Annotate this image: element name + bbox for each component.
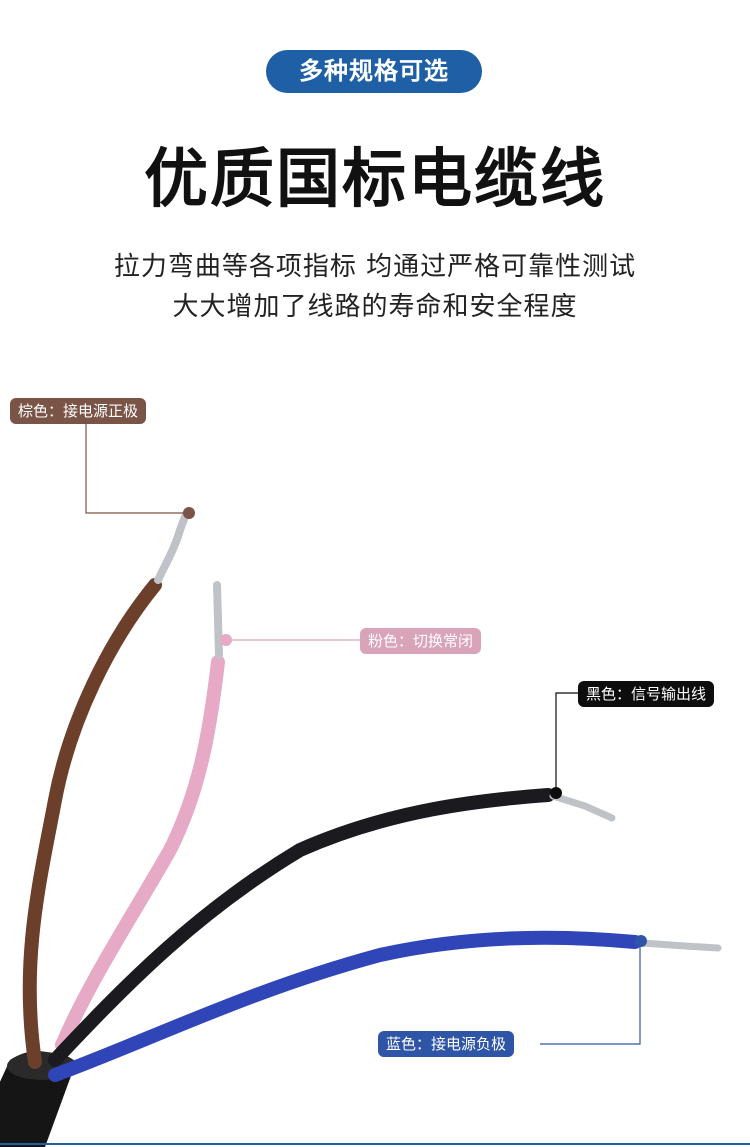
pink-marker-dot bbox=[220, 634, 232, 646]
black-wire-conductor bbox=[549, 792, 616, 822]
subtitle-line-2: 大大增加了线路的寿命和安全程度 bbox=[172, 292, 578, 322]
black-leader-line bbox=[555, 692, 578, 790]
blue-leader-line bbox=[540, 941, 641, 1045]
blue-wire-conductor bbox=[638, 939, 722, 952]
pink-wire-label: 粉色：切换常闭 bbox=[360, 628, 482, 654]
black-wire-label: 黑色：信号输出线 bbox=[578, 681, 715, 707]
spec-badge: 多种规格可选 bbox=[266, 50, 482, 93]
blue-marker-dot bbox=[635, 935, 647, 947]
blue-wire bbox=[48, 930, 642, 1082]
subtitle-line-1: 拉力弯曲等各项指标 均通过严格可靠性测试 bbox=[113, 252, 637, 282]
brown-marker-dot bbox=[183, 507, 195, 519]
black-marker-dot bbox=[550, 787, 562, 799]
brown-wire-label: 棕色：接电源正极 bbox=[10, 398, 147, 424]
brown-wire-conductor bbox=[154, 510, 190, 584]
black-wire bbox=[48, 788, 555, 1067]
pink-wire-conductor bbox=[213, 581, 223, 659]
page-title: 优质国标电缆线 bbox=[144, 143, 606, 217]
pink-wire bbox=[55, 655, 225, 1052]
brown-wire bbox=[22, 578, 162, 1069]
brown-leader-line bbox=[85, 423, 188, 514]
blue-wire-label: 蓝色：接电源负极 bbox=[378, 1031, 515, 1057]
